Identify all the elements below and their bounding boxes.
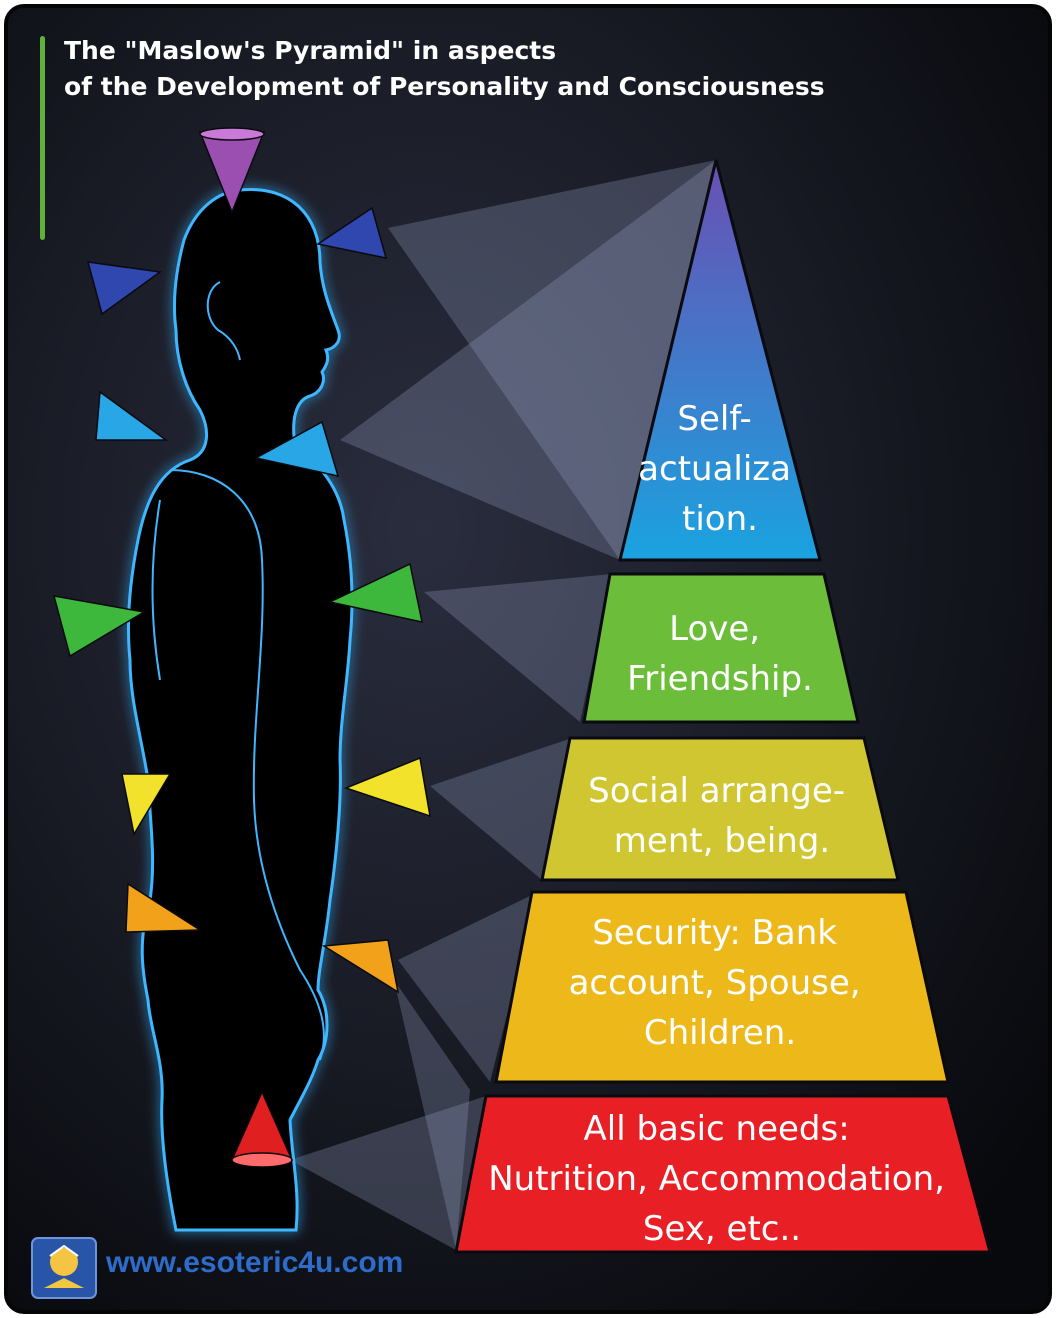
label-social: Social arrange- ment, being. (588, 771, 856, 861)
human-silhouette-icon (126, 187, 354, 1232)
arm-outline (169, 469, 325, 1061)
pyramid-level-social (540, 736, 900, 882)
sacral-chakra-icon (125, 882, 400, 994)
label-basic-needs: All basic needs: Nutrition, Accommodatio… (488, 1109, 956, 1249)
label-security: Security: Bank account, Spouse, Children… (569, 913, 872, 1053)
beam-solar (430, 738, 572, 880)
beam-root (290, 1096, 486, 1250)
shoulder-outline (151, 499, 161, 681)
beam-sacral-low (394, 980, 470, 1250)
pyramid-level-love (582, 572, 860, 724)
pyramid-labels: Self- actualiza tion. Love, Friendship. … (488, 399, 956, 1249)
website-link[interactable]: www.esoteric4u.com (106, 1246, 404, 1279)
beam-third-eye (388, 160, 716, 560)
beam-sacral (398, 892, 538, 1082)
throat-chakra-icon (95, 390, 340, 478)
beam-throat (340, 160, 716, 560)
crown-chakra-icon (198, 127, 266, 215)
page-title-line-1: The "Maslow's Pyramid" in aspects (64, 36, 557, 65)
maslow-pyramid (454, 159, 992, 1254)
third-eye-chakra-icon (86, 206, 388, 316)
heart-chakra-icon (52, 562, 423, 658)
label-self-actualization: Self- actualiza tion. (638, 399, 802, 539)
root-chakra-icon (230, 1090, 294, 1168)
esoteric-logo-icon[interactable] (31, 1237, 97, 1299)
pyramid-level-basic-needs (454, 1094, 992, 1254)
beam-heart (424, 574, 612, 722)
label-love: Love, Friendship. (627, 609, 813, 699)
chakra-cones (52, 127, 431, 1168)
solar-plexus-chakra-icon (121, 756, 431, 837)
pyramid-level-security (494, 890, 950, 1084)
page-title-line-2: of the Development of Personality and Co… (64, 72, 825, 101)
pyramid-level-self-actualization (618, 159, 822, 562)
ear-outline (206, 281, 241, 361)
title-accent-bar (40, 36, 45, 240)
connection-beams (290, 160, 716, 1250)
